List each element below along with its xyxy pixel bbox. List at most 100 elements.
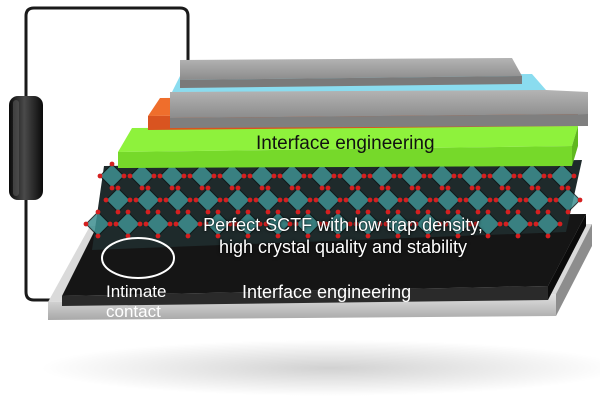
- atom: [481, 173, 487, 179]
- atom: [545, 233, 551, 239]
- atom: [293, 221, 299, 227]
- atom: [517, 197, 523, 203]
- atom: [185, 233, 191, 239]
- atom: [235, 185, 241, 191]
- atom: [155, 233, 161, 239]
- atom: [325, 209, 331, 215]
- atom: [125, 209, 131, 215]
- atom: [383, 221, 389, 227]
- atom: [557, 221, 563, 227]
- atom: [307, 173, 313, 179]
- atom: [487, 197, 493, 203]
- atom: [335, 233, 341, 239]
- ground-shadow: [40, 340, 600, 396]
- atom: [295, 185, 301, 191]
- atom: [337, 173, 343, 179]
- atom: [109, 185, 115, 191]
- atom: [499, 185, 505, 191]
- atom: [415, 209, 421, 215]
- sctf-description: Perfect SCTF with low trap density, high…: [188, 214, 498, 258]
- atom: [193, 197, 199, 203]
- atom: [533, 221, 539, 227]
- atom: [233, 221, 239, 227]
- atom: [385, 185, 391, 191]
- atom: [265, 209, 271, 215]
- atom: [497, 221, 503, 227]
- atom: [425, 209, 431, 215]
- atom: [535, 185, 541, 191]
- atom: [83, 221, 89, 227]
- atom: [125, 233, 131, 239]
- top-interface-label: Interface engineering: [256, 133, 435, 154]
- atom: [397, 173, 403, 179]
- atom: [271, 173, 277, 179]
- atom: [523, 197, 529, 203]
- atom: [157, 197, 163, 203]
- atom: [391, 173, 397, 179]
- atom: [451, 173, 457, 179]
- atom: [505, 209, 511, 215]
- atom: [457, 197, 463, 203]
- atom: [343, 197, 349, 203]
- atom: [175, 209, 181, 215]
- top-electrode: [170, 58, 588, 128]
- atom: [145, 185, 151, 191]
- atom: [163, 197, 169, 203]
- atom: [353, 221, 359, 227]
- atom: [445, 209, 451, 215]
- atom: [517, 173, 523, 179]
- atom: [511, 173, 517, 179]
- atom: [409, 185, 415, 191]
- intimate-contact-label: Intimate contact: [106, 282, 192, 322]
- atom: [253, 197, 259, 203]
- atom: [197, 221, 203, 227]
- atom: [331, 173, 337, 179]
- atom: [305, 233, 311, 239]
- atom: [385, 209, 391, 215]
- atom: [289, 185, 295, 191]
- atom: [223, 197, 229, 203]
- atom: [277, 173, 283, 179]
- sctf-line-2: high crystal quality and stability: [218, 237, 468, 257]
- atom: [247, 197, 253, 203]
- atom: [413, 221, 419, 227]
- atom: [545, 209, 551, 215]
- atom: [227, 221, 233, 227]
- atom: [469, 185, 475, 191]
- atom: [349, 185, 355, 191]
- atom: [143, 221, 149, 227]
- atom: [397, 197, 403, 203]
- atom: [151, 173, 157, 179]
- atom: [571, 173, 577, 179]
- atom: [475, 209, 481, 215]
- atom: [415, 185, 421, 191]
- atom: [175, 185, 181, 191]
- atom: [529, 185, 535, 191]
- atom: [167, 221, 173, 227]
- resistor-icon: [9, 96, 43, 200]
- atom: [377, 221, 383, 227]
- atom: [319, 185, 325, 191]
- atom: [565, 185, 571, 191]
- atom: [407, 221, 413, 227]
- atom: [181, 173, 187, 179]
- atom: [323, 221, 329, 227]
- atom: [103, 197, 109, 203]
- atom: [457, 173, 463, 179]
- atom: [365, 209, 371, 215]
- atom: [229, 185, 235, 191]
- atom: [395, 209, 401, 215]
- circuit-wire: [24, 6, 190, 302]
- atom: [187, 197, 193, 203]
- atom: [485, 209, 491, 215]
- atom: [215, 209, 221, 215]
- atom: [205, 185, 211, 191]
- atom: [355, 209, 361, 215]
- atom: [155, 209, 161, 215]
- atom: [187, 173, 193, 179]
- contact-line-1: Intimate: [106, 282, 167, 301]
- atom: [127, 197, 133, 203]
- atom: [205, 209, 211, 215]
